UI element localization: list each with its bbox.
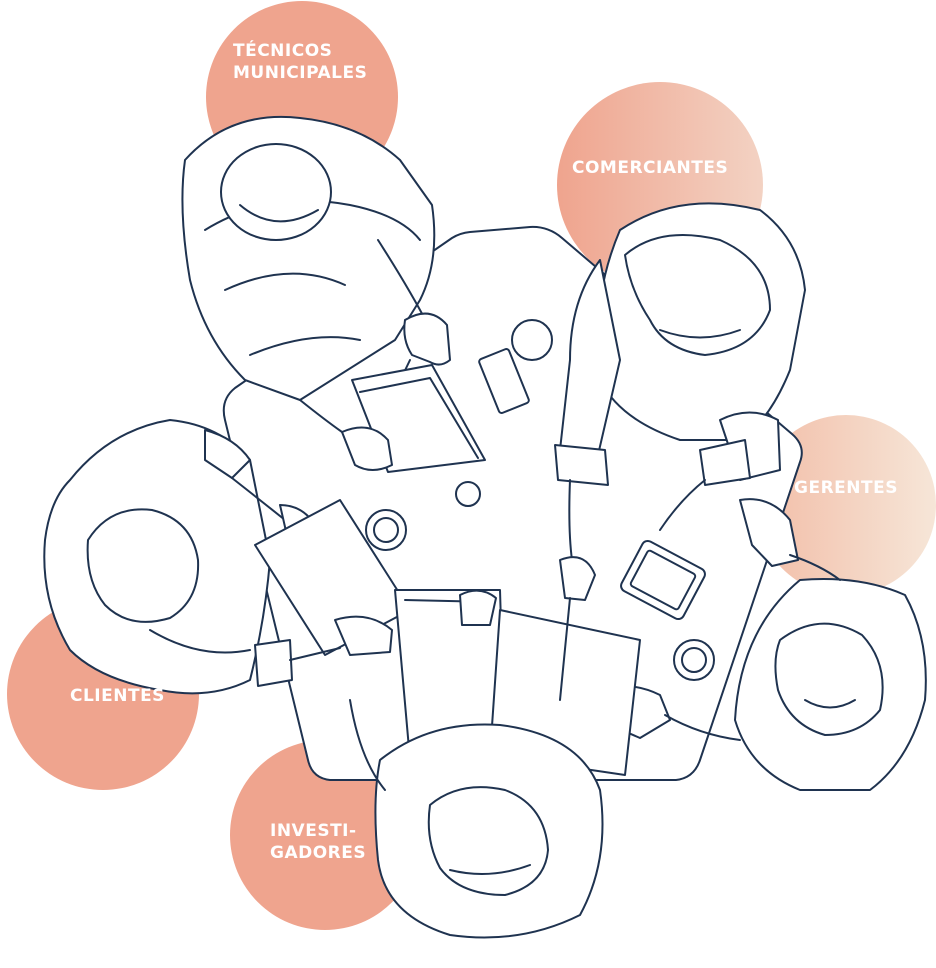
label-tecnicos-line2: MUNICIPALES [233,63,368,83]
label-gerentes-line1: GERENTES [794,478,898,498]
label-investigadores-line1: INVESTI- [270,821,357,841]
phone [478,348,530,414]
label-investigadores: INVESTI- GADORES [270,820,366,864]
cup-left-outer [365,509,407,551]
label-gerentes: GERENTES [794,477,898,499]
label-clientes: CLIENTES [70,685,165,707]
circle-investigadores [230,740,420,930]
label-comerciantes: COMERCIANTES [572,157,728,179]
person-comerciantes [554,202,806,561]
person-investigadores [349,556,641,939]
person-tecnicos [181,115,486,473]
label-investigadores-line2: GADORES [270,843,367,863]
label-clientes-line1: CLIENTES [70,686,165,706]
label-tecnicos-line1: TÉCNICOS [233,41,333,61]
cup-right-inner [681,647,707,673]
cup-center [455,481,481,507]
label-tecnicos: TÉCNICOS MUNICIPALES [233,40,367,84]
label-comerciantes-line1: COMERCIANTES [572,158,729,178]
tablet-screen [629,549,697,611]
cup-right-outer [673,639,715,681]
cup-top [511,319,553,361]
person-clientes [43,419,411,695]
cup-left-inner [373,517,399,543]
